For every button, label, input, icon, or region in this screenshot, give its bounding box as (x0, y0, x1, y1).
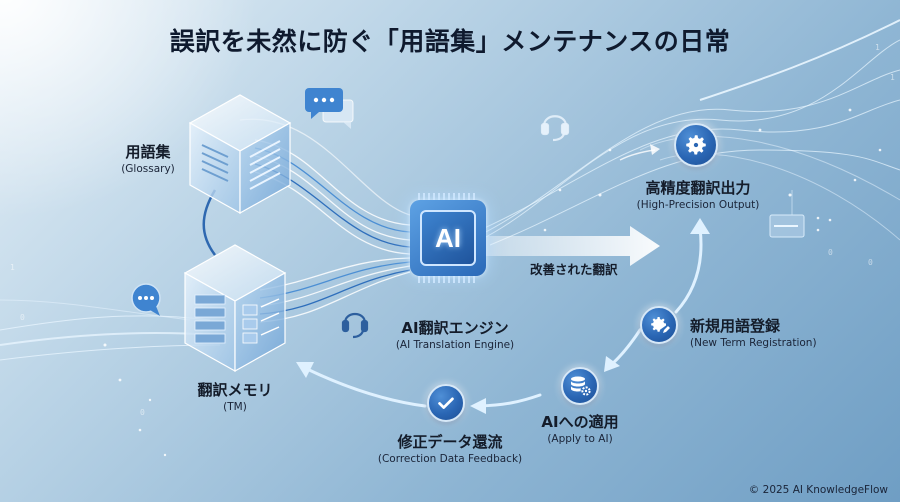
new-term-title: 新規用語登録 (690, 317, 781, 335)
svg-text:0: 0 (20, 313, 25, 322)
copyright: © 2025 AI KnowledgeFlow (748, 484, 888, 496)
improved-translation-arrow (486, 226, 660, 266)
message-card-icon (769, 190, 805, 238)
gear-icon (686, 135, 706, 155)
svg-text:0: 0 (868, 258, 873, 267)
new-term-node (640, 306, 678, 344)
chip-pins-bottom (418, 276, 478, 283)
svg-text:0: 0 (140, 408, 145, 417)
output-title: 高精度翻訳出力 (645, 179, 751, 197)
chip-pins-top (418, 193, 478, 200)
chat-bubble-icon (305, 88, 354, 129)
chat-bubble-icon (131, 283, 161, 316)
headset-icon (341, 312, 369, 339)
checkmark-icon (438, 397, 454, 409)
svg-text:0: 0 (828, 248, 833, 257)
tm-subtitle: (TM) (223, 401, 247, 413)
tm-label: 翻訳メモリ (TM) (190, 380, 280, 415)
engine-label: AI翻訳エンジン (AI Translation Engine) (375, 318, 535, 353)
glossary-title: 用語集 (125, 143, 171, 161)
apply-title: AIへの適用 (541, 413, 619, 431)
ai-chip-icon: AI (410, 200, 486, 276)
output-subtitle: (High-Precision Output) (636, 199, 760, 211)
output-label: 高精度翻訳出力 (High-Precision Output) (628, 178, 768, 213)
feedback-title: 修正データ還流 (397, 433, 503, 451)
feedback-node (427, 384, 465, 422)
apply-node (561, 367, 599, 405)
improved-translation-label: 改善された翻訳 (530, 262, 618, 277)
svg-text:1: 1 (875, 43, 880, 52)
apply-subtitle: (Apply to AI) (547, 433, 613, 445)
glossary-cube (188, 94, 292, 215)
new-term-subtitle: (New Term Registration) (690, 337, 817, 349)
svg-text:1: 1 (890, 73, 895, 82)
glossary-label: 用語集 (Glossary) (108, 142, 188, 177)
database-gear-icon (571, 376, 591, 396)
apply-label: AIへの適用 (Apply to AI) (525, 412, 635, 447)
feedback-label: 修正データ還流 (Correction Data Feedback) (370, 432, 530, 467)
ai-chip-core: AI (420, 210, 476, 266)
tm-title: 翻訳メモリ (197, 381, 273, 399)
output-node (674, 123, 718, 167)
engine-subtitle: (AI Translation Engine) (395, 339, 515, 351)
headset-icon (540, 115, 570, 142)
engine-title: AI翻訳エンジン (401, 319, 509, 337)
page-title: 誤訳を未然に防ぐ「用語集」メンテナンスの日常 (169, 27, 731, 56)
ai-chip-text: AI (435, 222, 461, 253)
new-term-label: 新規用語登録 (New Term Registration) (690, 316, 830, 351)
glossary-subtitle: (Glossary) (121, 163, 175, 175)
svg-text:1: 1 (10, 263, 15, 272)
gear-pencil-icon (651, 317, 670, 333)
feedback-subtitle: (Correction Data Feedback) (377, 453, 523, 465)
tm-cube (183, 244, 287, 373)
